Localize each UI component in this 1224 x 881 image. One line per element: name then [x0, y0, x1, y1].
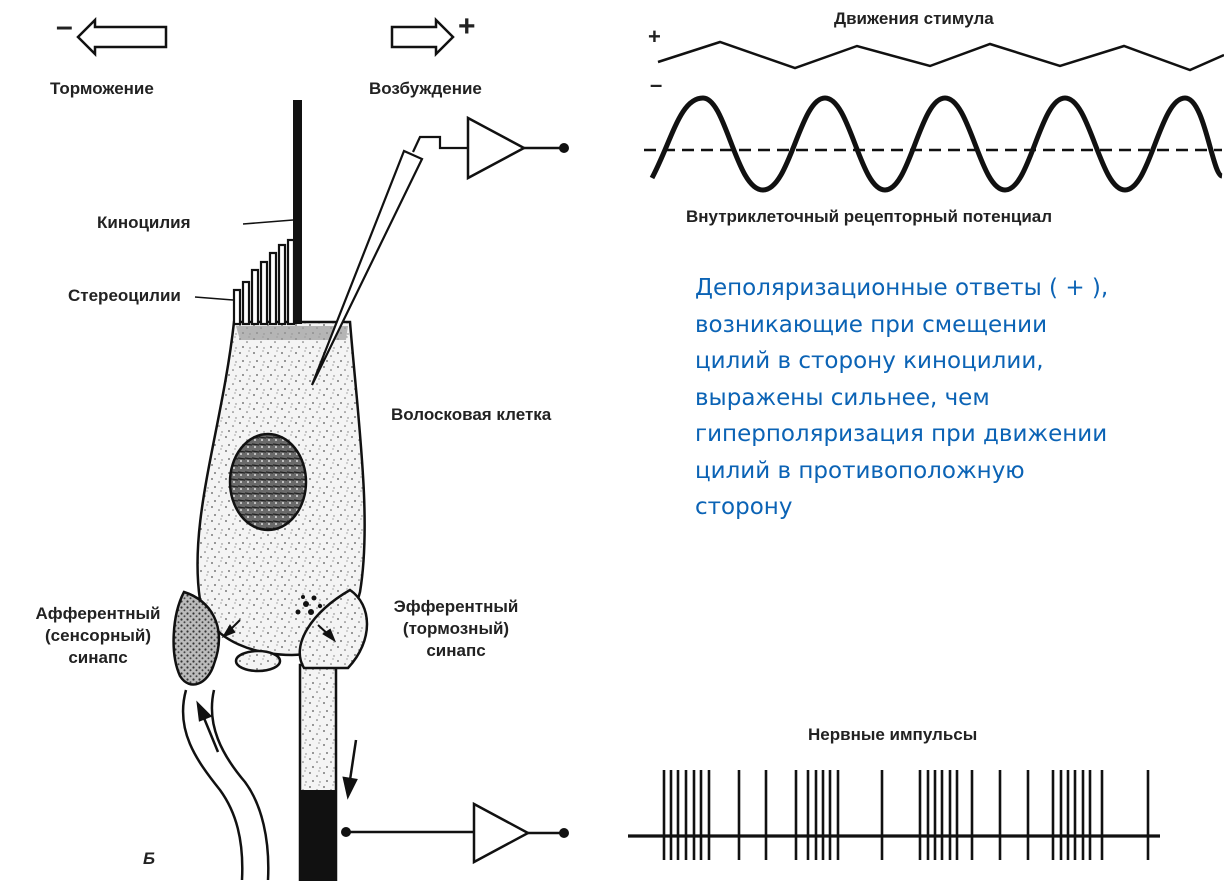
efferent-line-2: (тормозный) — [366, 618, 546, 640]
description-line-6: цилий в противоположную — [695, 453, 1195, 490]
microelectrode — [312, 151, 422, 385]
stimulus-trace — [658, 42, 1224, 70]
synaptic-body — [236, 651, 280, 671]
hair-cell-label: Волосковая клетка — [391, 404, 551, 426]
description-line-7: сторону — [695, 489, 1195, 526]
description-line-3: цилий в сторону киноцилии, — [695, 343, 1195, 380]
efferent-line-1: Эфферентный — [366, 596, 546, 618]
description-line-1: Деполяризационные ответы ( + ), — [695, 270, 1195, 307]
nucleus — [230, 434, 306, 530]
excitation-label: Возбуждение — [369, 78, 482, 100]
afferent-nerve-fiber — [183, 690, 268, 880]
amplifier-top-icon — [468, 118, 569, 178]
description-line-5: гиперполяризация при движении — [695, 416, 1195, 453]
excitation-arrow-icon — [392, 20, 453, 54]
nerve-impulses-train — [628, 770, 1160, 860]
stereocilia — [234, 240, 294, 324]
afferent-line-2: (сенсорный) — [8, 625, 188, 647]
efferent-nerve-fiber — [300, 665, 336, 880]
efferent-flow-arrow-icon — [344, 740, 356, 796]
panel-letter: Б — [143, 848, 155, 870]
efferent-synapse-label: Эфферентный (тормозный) синапс — [366, 596, 546, 662]
amplifier-bottom-icon — [474, 804, 569, 862]
afferent-synapse-label: Афферентный (сенсорный) синапс — [8, 603, 188, 669]
stimulus-plus-label: + — [648, 26, 661, 48]
plus-sign: + — [458, 16, 476, 38]
receptor-potential-label: Внутриклеточный рецепторный потенциал — [686, 206, 1052, 228]
nerve-impulses-label: Нервные импульсы — [808, 724, 977, 746]
minus-sign: – — [56, 16, 73, 38]
afferent-line-1: Афферентный — [8, 603, 188, 625]
stimulus-minus-label: – — [650, 74, 662, 96]
efferent-line-3: синапс — [366, 640, 546, 662]
kinocilium — [293, 100, 302, 324]
description-text: Деполяризационные ответы ( + ), возникаю… — [695, 270, 1195, 526]
inhibition-label: Торможение — [50, 78, 154, 100]
afferent-line-3: синапс — [8, 647, 188, 669]
stereocilia-label: Стереоцилии — [68, 285, 181, 307]
kinocilium-label: Киноцилия — [97, 212, 191, 234]
description-line-4: выражены сильнее, чем — [695, 380, 1195, 417]
inhibition-arrow-icon — [78, 20, 166, 54]
description-line-2: возникающие при смещении — [695, 307, 1195, 344]
stimulus-title: Движения стимула — [834, 8, 994, 30]
receptor-potential-trace — [652, 98, 1222, 190]
